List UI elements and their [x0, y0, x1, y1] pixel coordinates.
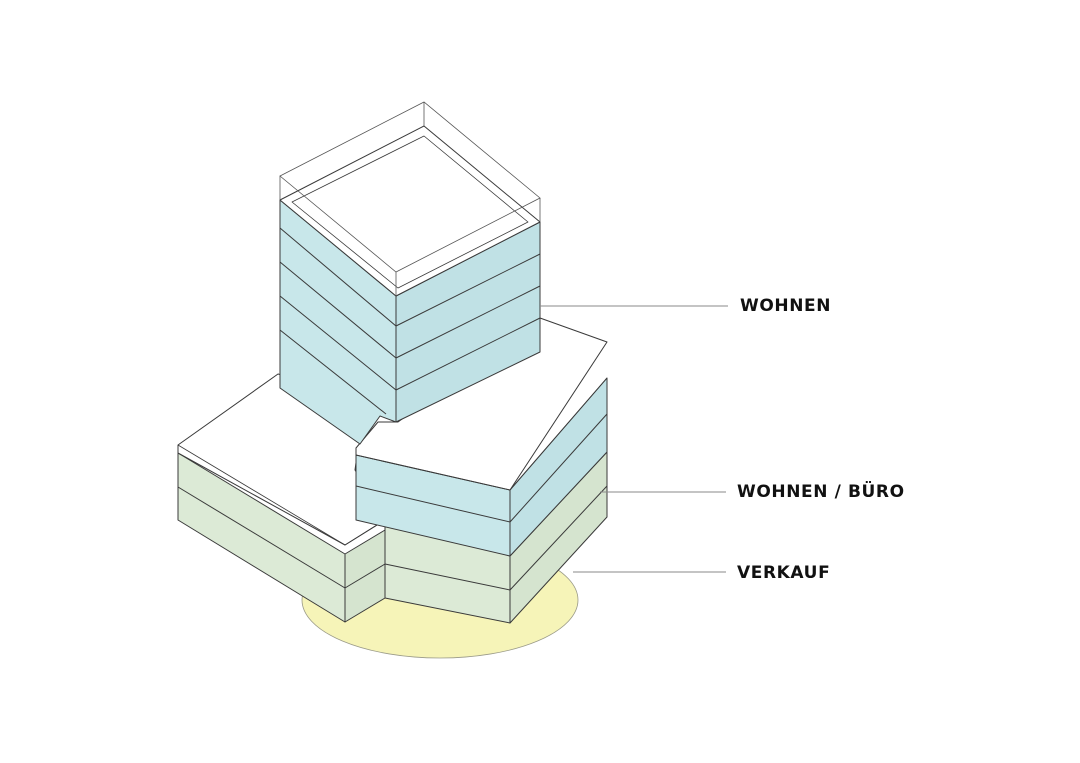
- label-verkauf: VERKAUF: [737, 563, 831, 583]
- tower-floor-line-5: [395, 253, 541, 327]
- right-volume-floor-line-g1: [384, 563, 511, 591]
- tower-floor-line-4: [279, 329, 387, 415]
- tower-wireframe-penthouse: [279, 101, 541, 296]
- label-wohnen-buero: WOHNEN / BÜRO: [737, 482, 905, 502]
- left-wing-floor-line-side: [344, 563, 386, 589]
- right-volume: [355, 317, 608, 624]
- label-wohnen: WOHNEN: [740, 296, 832, 316]
- tower-floor-line-3: [279, 295, 397, 391]
- right-volume-floor-line-b2: [509, 413, 608, 523]
- right-volume-parapet: [355, 377, 608, 491]
- tower-floor-line-6: [395, 285, 541, 359]
- tower-floor-line-7: [395, 317, 541, 391]
- tower-floor-line-1: [279, 227, 397, 327]
- tower-roof-inset: [291, 135, 529, 289]
- leader-lines: [540, 305, 728, 573]
- tower-volume: [279, 125, 541, 445]
- right-volume-floor-line-g2: [509, 485, 608, 591]
- left-wing-parapet: [177, 444, 386, 546]
- tower-floor-line-2: [279, 261, 397, 359]
- right-volume-floor-line-b1: [355, 485, 511, 523]
- left-wing-floor-line: [177, 486, 346, 589]
